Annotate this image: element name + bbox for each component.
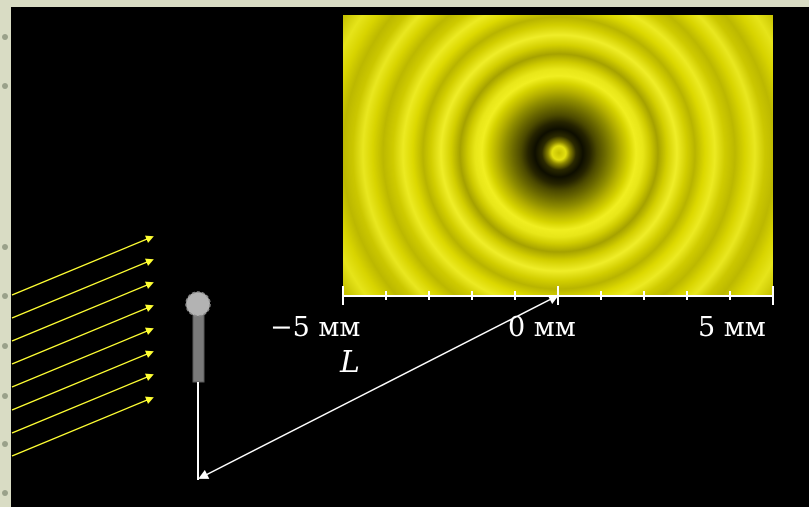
light-ray xyxy=(11,327,154,388)
incident-light-arrows-icon xyxy=(11,235,154,457)
top-border-strip xyxy=(0,0,809,7)
strip-dot xyxy=(2,83,8,89)
light-ray xyxy=(11,304,154,365)
axis-tick-label-minus5: −5 мм xyxy=(270,312,361,343)
axis-tick-label-5: 5 мм xyxy=(698,312,766,343)
light-ray xyxy=(11,235,154,296)
light-ray xyxy=(11,373,154,434)
strip-dot xyxy=(2,441,8,447)
distance-label: L xyxy=(340,345,360,380)
left-border-strip xyxy=(0,0,11,507)
strip-dot xyxy=(2,343,8,349)
axis-tick-label-0: 0 мм xyxy=(508,312,576,343)
light-ray xyxy=(11,281,154,342)
scale-axis xyxy=(342,286,774,305)
strip-dot xyxy=(2,293,8,299)
obstacle-pin-icon xyxy=(185,291,211,480)
light-ray xyxy=(11,258,154,319)
diffraction-pattern-image xyxy=(343,15,773,295)
strip-dot xyxy=(2,34,8,40)
strip-dot xyxy=(2,393,8,399)
strip-dot xyxy=(2,244,8,250)
distance-arrow-icon xyxy=(198,295,559,479)
strip-dot xyxy=(2,490,8,496)
light-ray xyxy=(11,396,154,457)
light-ray xyxy=(11,350,154,411)
